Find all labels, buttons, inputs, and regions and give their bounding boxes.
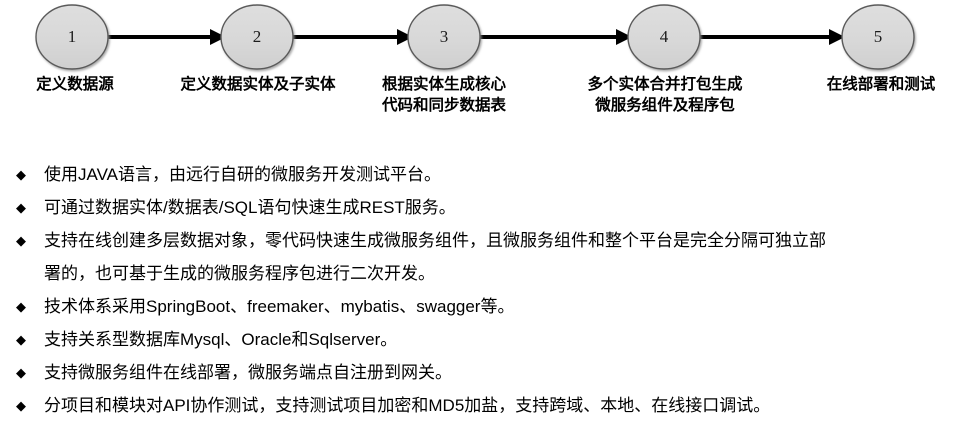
flow-node-4[interactable]: 4: [627, 4, 701, 70]
diamond-bullet-icon: ◆: [16, 332, 26, 347]
diamond-bullet-icon: ◆: [16, 299, 26, 314]
node-shape: [35, 4, 109, 70]
node-number-label: 4: [660, 27, 669, 46]
arrowhead-icon: [616, 29, 632, 45]
step-caption-5: 在线部署和测试: [800, 74, 962, 95]
step-caption-line: 定义数据源: [36, 76, 114, 93]
arrowhead-icon: [210, 29, 226, 45]
list-item: ◆ 支持关系型数据库Mysql、Oracle和Sqlserver。: [0, 323, 962, 356]
connector-1-to-2: [107, 29, 226, 45]
node-number-label: 5: [874, 27, 883, 46]
list-item-text: 可通过数据实体/数据表/SQL语句快速生成REST服务。: [44, 198, 456, 217]
list-item-text-continued: 署的，也可基于生成的微服务程序包进行二次开发。: [44, 264, 435, 283]
list-item-text: 支持微服务组件在线部署，微服务端点自注册到网关。: [44, 363, 452, 382]
list-item-text: 支持在线创建多层数据对象，零代码快速生成微服务组件，且微服务组件和整个平台是完全…: [44, 231, 826, 250]
step-caption-2: 定义数据实体及子实体: [148, 74, 368, 95]
list-item-text: 技术体系采用SpringBoot、freemaker、mybatis、swagg…: [44, 297, 515, 316]
flow-node-5[interactable]: 5: [841, 4, 915, 70]
step-caption-line: 代码和同步数据表: [381, 97, 506, 114]
flow-node-2[interactable]: 2: [220, 4, 294, 70]
step-caption-3: 根据实体生成核心 代码和同步数据表: [368, 74, 520, 116]
list-item: ◆ 支持微服务组件在线部署，微服务端点自注册到网关。: [0, 356, 962, 389]
node-shape: [627, 4, 701, 70]
list-item: ◆ 分项目和模块对API协作测试，支持测试项目加密和MD5加盐，支持跨域、本地、…: [0, 389, 962, 422]
diamond-bullet-icon: ◆: [16, 233, 26, 248]
list-item-text: 使用JAVA语言，由远行自研的微服务开发测试平台。: [44, 165, 441, 184]
list-item: ◆ 技术体系采用SpringBoot、freemaker、mybatis、swa…: [0, 290, 962, 323]
diamond-bullet-icon: ◆: [16, 200, 26, 215]
connector-2-to-3: [292, 29, 413, 45]
node-shape: [407, 4, 481, 70]
list-item-text: 分项目和模块对API协作测试，支持测试项目加密和MD5加盐，支持跨域、本地、在线…: [44, 396, 771, 415]
connector-4-to-5: [699, 29, 845, 45]
node-shape: [220, 4, 294, 70]
node-shape: [841, 4, 915, 70]
step-caption-line: 在线部署和测试: [826, 76, 936, 93]
diamond-bullet-icon: ◆: [16, 398, 26, 413]
connector-3-to-4: [479, 29, 632, 45]
list-item: ◆ 可通过数据实体/数据表/SQL语句快速生成REST服务。: [0, 191, 962, 224]
list-item-text: 支持关系型数据库Mysql、Oracle和Sqlserver。: [44, 330, 398, 349]
arrowhead-icon: [397, 29, 413, 45]
list-item: ◆ 支持在线创建多层数据对象，零代码快速生成微服务组件，且微服务组件和整个平台是…: [0, 224, 962, 290]
step-caption-line: 定义数据实体及子实体: [180, 76, 336, 93]
feature-bullet-list: ◆ 使用JAVA语言，由远行自研的微服务开发测试平台。 ◆ 可通过数据实体/数据…: [0, 158, 962, 422]
process-flow-diagram: 1 2 3 4 5 定义数据源 定义数据实体及子实体 根据实体生成核心 代码和同…: [0, 0, 962, 140]
step-caption-line: 根据实体生成核心: [381, 76, 506, 93]
flow-node-1[interactable]: 1: [35, 4, 109, 70]
step-caption-line: 多个实体合并打包生成: [587, 76, 743, 93]
flow-diagram-canvas: 1 2 3 4 5: [35, 4, 915, 70]
node-number-label: 3: [440, 27, 449, 46]
step-caption-line: 微服务组件及程序包: [595, 97, 735, 114]
node-number-label: 1: [68, 27, 77, 46]
node-number-label: 2: [253, 27, 262, 46]
step-caption-1: 定义数据源: [0, 74, 150, 95]
step-caption-4: 多个实体合并打包生成 微服务组件及程序包: [573, 74, 757, 116]
diamond-bullet-icon: ◆: [16, 167, 26, 182]
flow-node-3[interactable]: 3: [407, 4, 481, 70]
diamond-bullet-icon: ◆: [16, 365, 26, 380]
list-item: ◆ 使用JAVA语言，由远行自研的微服务开发测试平台。: [0, 158, 962, 191]
arrowhead-icon: [829, 29, 845, 45]
